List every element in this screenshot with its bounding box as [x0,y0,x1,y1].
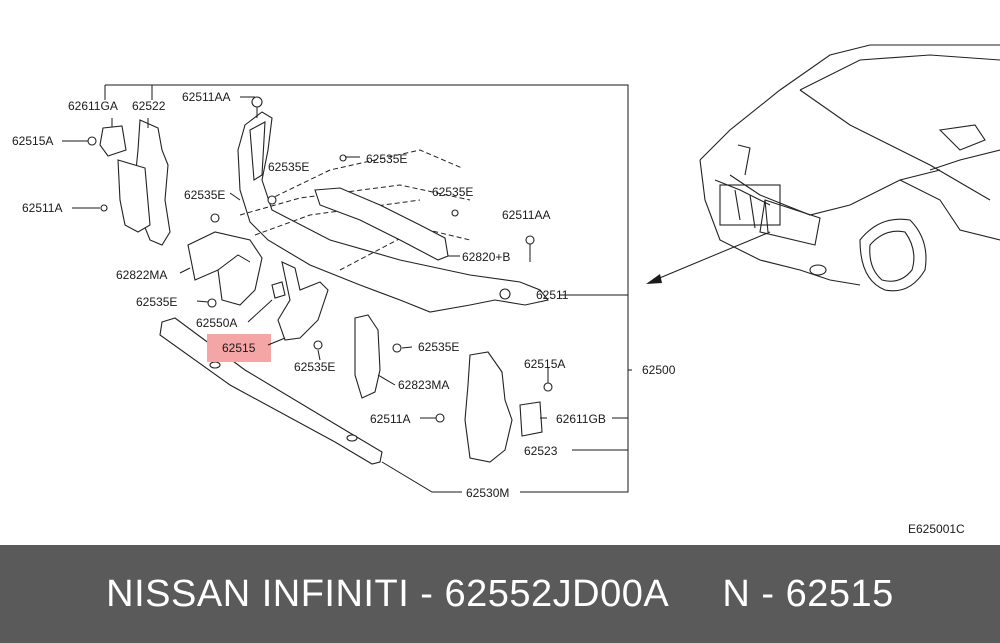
label-62535E-1: 62535E [268,160,309,174]
label-62820B: 62820+B [462,250,510,264]
label-62535E-4: 62535E [432,185,473,199]
label-62535E-5: 62535E [136,295,177,309]
label-62511A-right: 62511A [370,412,410,426]
label-62535E-7: 62535E [294,360,335,374]
label-62523: 62523 [524,444,558,458]
label-62535E-6: 62535E [418,340,459,354]
label-62515: 62515 [222,341,256,355]
lower-front-bar-62530M [159,317,462,493]
label-62511AA-right: 62511AA [502,208,551,222]
parts-diagram: 62611GA 62522 62515A 62511A 62511AA 6253… [12,44,1000,536]
footer-text: NISSAN INFINITI - 62552JD00A N - 62515 [106,572,894,615]
label-62511: 62511 [536,288,569,302]
footer-banner: NISSAN INFINITI - 62552JD00A N - 62515 [0,545,1000,643]
label-62535E-3: 62535E [184,188,225,202]
left-side-bracket-62522 [62,118,171,246]
air-guide-left-62822MA [187,195,277,308]
pointer-arrow [646,231,771,284]
label-62822MA: 62822MA [116,268,167,282]
diagram-code: E625001C [908,522,965,536]
label-62515A-left: 62515A [12,134,53,148]
lower-strut-62515 [271,261,329,350]
label-62550A: 62550A [196,316,237,330]
upper-member-62820B [314,154,460,261]
label-62522: 62522 [132,99,166,113]
assembly-bracket-lines [104,84,632,493]
vehicle-illustration [699,44,1000,292]
air-guide-right-62823MA [354,314,402,399]
label-leaders [179,156,547,419]
label-62823MA: 62823MA [398,378,449,392]
label-62500: 62500 [642,363,676,377]
label-62511AA-top: 62511AA [182,90,231,104]
right-side-bracket-62523 [420,351,553,463]
label-62535E-2: 62535E [366,152,407,166]
label-62611GB: 62611GB [556,412,606,426]
label-62511A-left: 62511A [22,201,62,215]
label-62530M: 62530M [466,486,509,500]
part-labels: 62611GA 62522 62515A 62511A 62511AA 6253… [12,90,965,536]
label-62611GA: 62611GA [68,99,118,113]
highlight-62515 [207,334,271,362]
radiator-core-support-62511 [237,96,549,313]
label-62515A-right: 62515A [524,357,565,371]
